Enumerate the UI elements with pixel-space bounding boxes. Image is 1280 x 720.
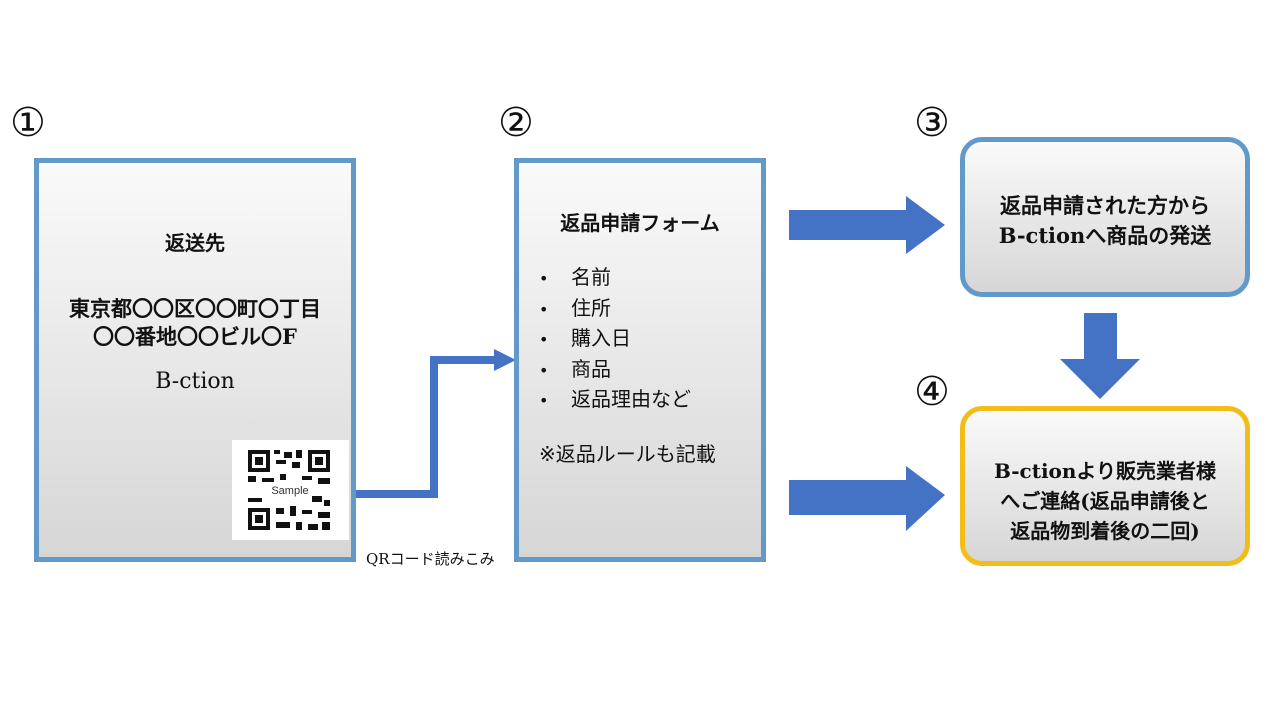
return-rules-note: ※返品ルールも記載 <box>539 442 716 466</box>
return-address-title: 返送先 <box>165 231 225 255</box>
qr-code[interactable]: Sample <box>232 440 349 540</box>
step-number-4: ④ <box>914 369 950 415</box>
qr-connector-arrowhead <box>494 349 516 371</box>
ship-line-1: 返品申請された方から <box>1000 193 1210 218</box>
arrow-step2-to-step3 <box>789 196 945 254</box>
arrow-step2-to-step4 <box>789 466 945 531</box>
qr-sample-label: Sample <box>271 485 308 497</box>
step-4-contact-box: B-ctionより販売業者様 へご連絡(返品申請後と 返品物到着後の二回) <box>960 406 1250 566</box>
company-name: B-ction <box>155 369 235 394</box>
form-field-item: 住所 <box>539 294 691 325</box>
step-number-1: ① <box>10 100 46 146</box>
contact-line-1: B-ctionより販売業者様 <box>993 459 1217 483</box>
return-form-title: 返品申請フォーム <box>560 211 720 235</box>
qr-read-label: QRコード読みこみ <box>366 550 495 568</box>
form-field-item: 名前 <box>539 263 691 294</box>
step-3-ship-box: 返品申請された方から B-ctionへ商品の発送 <box>960 137 1250 297</box>
form-field-item: 商品 <box>539 355 691 386</box>
step-number-3: ③ <box>914 100 950 146</box>
form-field-item: 返品理由など <box>539 385 691 416</box>
contact-line-3: 返品物到着後の二回) <box>1010 519 1200 543</box>
arrow-step3-to-step4 <box>1060 313 1140 399</box>
step-number-2: ② <box>498 100 534 146</box>
address-line-2: 〇〇番地〇〇ビル〇F <box>93 324 297 349</box>
contact-line-2: へご連絡(返品申請後と <box>1000 489 1210 513</box>
address-line-1: 東京都〇〇区〇〇町〇丁目 <box>69 296 321 321</box>
qr-code-icon: Sample <box>248 450 330 530</box>
ship-line-2: B-ctionへ商品の発送 <box>998 223 1212 248</box>
step-2-return-form-box: 返品申請フォーム 名前 住所 購入日 商品 返品理由など ※返品ルールも記載 <box>514 158 766 562</box>
form-field-list: 名前 住所 購入日 商品 返品理由など <box>539 263 691 416</box>
qr-connector-arrow <box>352 356 498 498</box>
form-field-item: 購入日 <box>539 324 691 355</box>
